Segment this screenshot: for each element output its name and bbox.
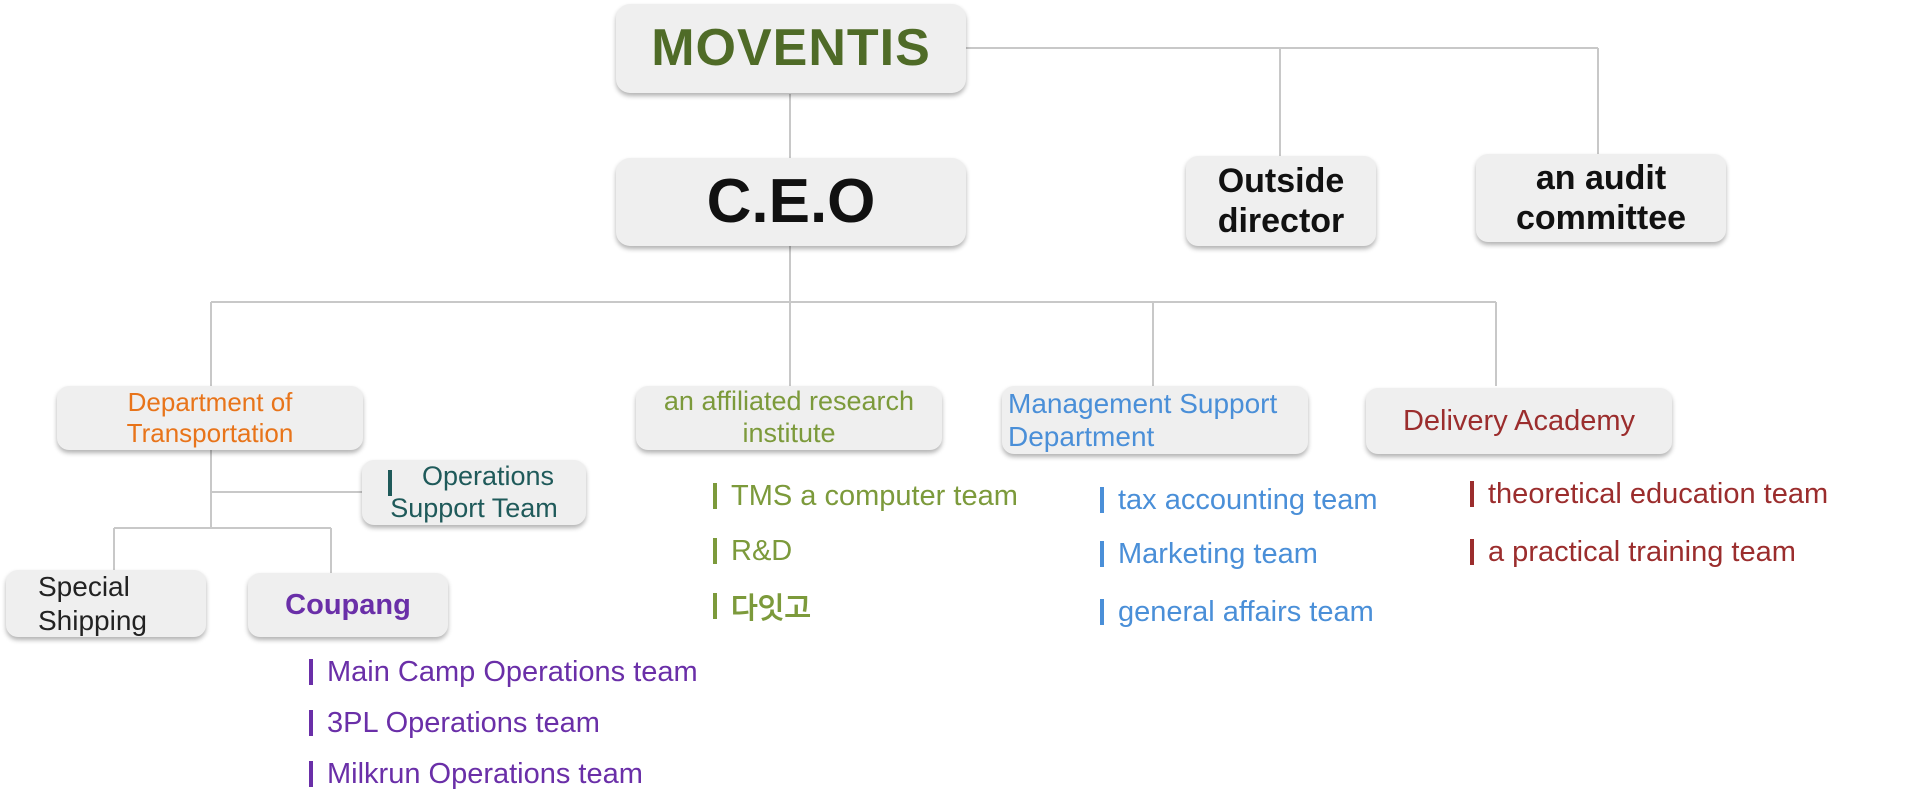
ceo-label: C.E.O	[706, 167, 876, 237]
team-label: 다잇고	[731, 593, 812, 625]
team-item: TMS a computer team	[713, 478, 1018, 514]
team-bar	[713, 538, 717, 564]
team-bar	[1470, 481, 1474, 507]
coupang-team-list: Main Camp Operations team 3PL Operations…	[309, 654, 698, 792]
team-bar	[1100, 487, 1104, 513]
team-item: Milkrun Operations team	[309, 756, 698, 792]
transportation-box: Department of Transportation	[57, 386, 363, 450]
team-label: Main Camp Operations team	[327, 655, 698, 688]
team-bar	[713, 483, 717, 509]
team-bar	[1100, 541, 1104, 567]
team-label: TMS a computer team	[731, 479, 1018, 512]
management-box: Management Support Department	[1002, 386, 1308, 454]
academy-box: Delivery Academy	[1366, 388, 1672, 454]
moventis-box: MOVENTIS	[616, 4, 966, 93]
research-label: an affiliated research institute	[663, 386, 915, 448]
management-label: Management Support Department	[1008, 387, 1278, 452]
moventis-label: MOVENTIS	[651, 18, 931, 77]
academy-team-list: theoretical education team a practical t…	[1470, 476, 1828, 570]
team-item: 3PL Operations team	[309, 705, 698, 741]
ops-support-box: Operations Support Team	[362, 460, 586, 525]
management-team-list: tax accounting team Marketing team gener…	[1100, 482, 1378, 630]
coupang-label: Coupang	[285, 588, 411, 621]
transportation-label: Department of Transportation	[126, 387, 294, 448]
team-item: 다잇고	[713, 588, 1018, 625]
ops-support-label: Operations Support Team	[390, 460, 558, 523]
team-item: general affairs team	[1100, 594, 1378, 630]
team-item: R&D	[713, 533, 1018, 569]
special-shipping-box: Special Shipping	[6, 570, 206, 637]
team-bar	[309, 710, 313, 736]
team-label: tax accounting team	[1118, 483, 1378, 516]
research-box: an affiliated research institute	[636, 386, 942, 450]
team-label: general affairs team	[1118, 595, 1374, 628]
team-bar	[309, 659, 313, 685]
team-bar	[713, 593, 717, 619]
team-item: tax accounting team	[1100, 482, 1378, 518]
ops-support-bar	[388, 470, 392, 496]
research-team-list: TMS a computer team R&D 다잇고	[713, 478, 1018, 625]
team-label: theoretical education team	[1488, 477, 1829, 510]
academy-label: Delivery Academy	[1402, 404, 1636, 437]
team-item: theoretical education team	[1470, 476, 1828, 512]
team-item: Main Camp Operations team	[309, 654, 698, 690]
audit-committee-label: an audit committee	[1515, 158, 1687, 237]
team-bar	[1470, 539, 1474, 565]
team-label: 3PL Operations team	[327, 706, 600, 739]
team-bar	[1100, 599, 1104, 625]
team-item: a practical training team	[1470, 534, 1828, 570]
audit-committee-box: an audit committee	[1476, 154, 1726, 242]
team-item: Marketing team	[1100, 536, 1378, 572]
team-bar	[309, 761, 313, 787]
team-label: Marketing team	[1118, 537, 1318, 570]
team-label: Milkrun Operations team	[327, 757, 643, 790]
team-label: R&D	[731, 534, 793, 567]
ceo-box: C.E.O	[616, 158, 966, 246]
outside-director-box: Outside director	[1186, 156, 1376, 246]
team-label: a practical training team	[1488, 535, 1796, 568]
outside-director-label: Outside director	[1217, 161, 1345, 240]
special-shipping-label: Special Shipping	[38, 571, 147, 636]
coupang-box: Coupang	[248, 573, 448, 637]
